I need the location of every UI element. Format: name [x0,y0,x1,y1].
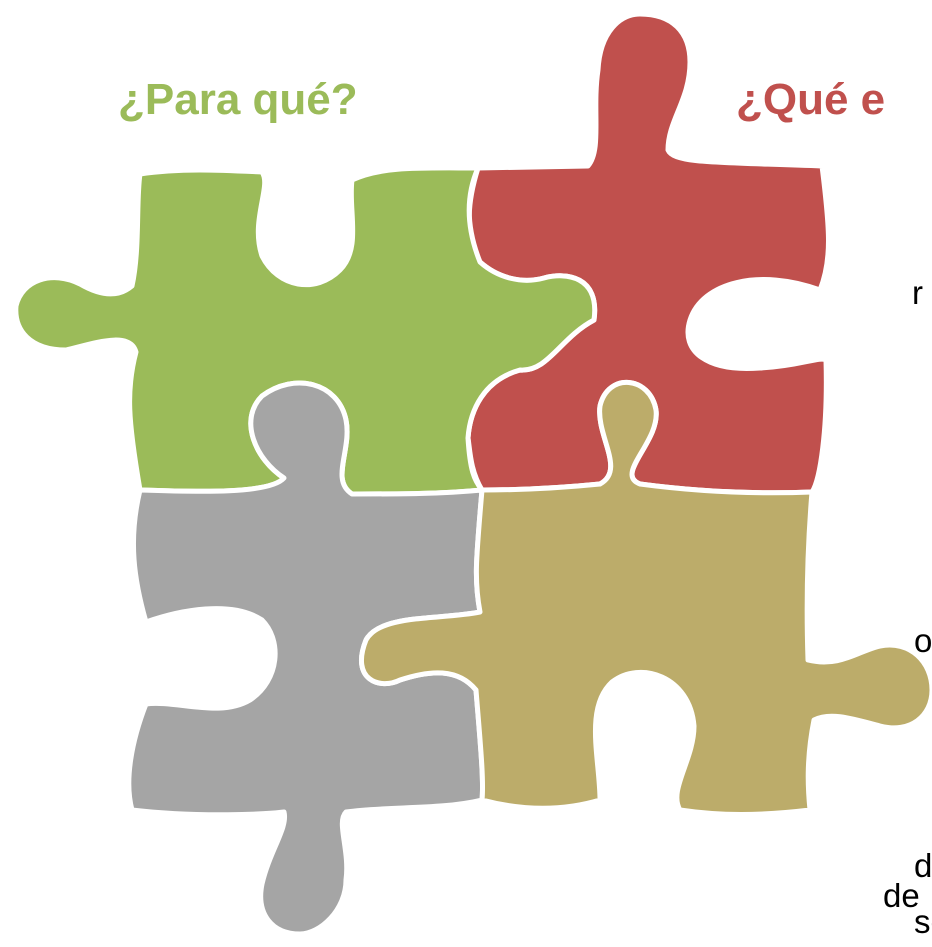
heading-que-es: ¿Qué e [736,75,886,124]
puzzle-piece-olive [358,379,932,817]
text-fragment-left-2: on [914,622,932,659]
text-fragment-left-1: r [912,274,923,311]
puzzle-piece-gray [126,380,486,937]
text-fragment-left-5: se [914,903,932,940]
text-fragment-right-1: de [883,877,920,914]
text-fragment-left-4: de [914,847,932,884]
heading-para-que: ¿Para qué? [118,75,358,124]
